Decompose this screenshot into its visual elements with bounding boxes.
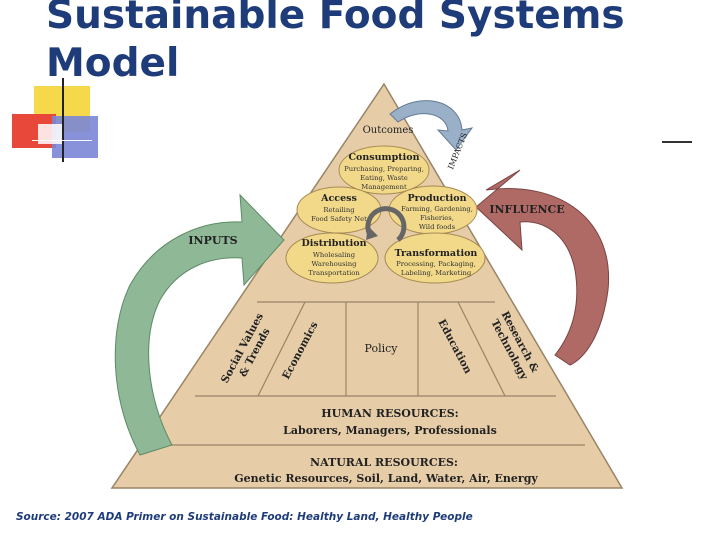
svg-text:Distribution: Distribution [302, 238, 367, 249]
svg-text:Wild foods: Wild foods [419, 223, 456, 231]
svg-text:Labeling, Marketing: Labeling, Marketing [401, 269, 472, 277]
human-resources-detail: Laborers, Managers, Professionals [283, 424, 497, 437]
inputs-arrow [114, 193, 285, 456]
svg-text:Production: Production [407, 193, 466, 204]
human-resources-title: HUMAN RESOURCES: [321, 407, 459, 420]
svg-text:Food Safety Net: Food Safety Net [311, 215, 367, 223]
consumption-circle: Consumption Purchasing, Preparing, Eatin… [338, 145, 430, 195]
natural-resources-detail: Genetic Resources, Soil, Land, Water, Ai… [234, 472, 538, 485]
svg-text:Retailing: Retailing [323, 206, 355, 214]
svg-text:Management: Management [361, 183, 407, 191]
distribution-circle: Distribution Wholesaling Warehousing Tra… [285, 232, 379, 284]
svg-text:Warehousing: Warehousing [312, 260, 358, 268]
svg-text:Access: Access [320, 193, 357, 204]
svg-text:Processing, Packaging,: Processing, Packaging, [396, 260, 476, 268]
pyramid-shape [110, 82, 624, 489]
title-line-2: Model [46, 41, 180, 86]
svg-text:Consumption: Consumption [349, 152, 420, 163]
transformation-circle: Transformation Processing, Packaging, La… [384, 232, 486, 284]
svg-text:Wholesaling: Wholesaling [313, 251, 356, 259]
center-swirl-icon [365, 206, 407, 242]
source-caption: Source: 2007 ADA Primer on Sustainable F… [16, 511, 473, 523]
svg-text:Purchasing, Preparing,: Purchasing, Preparing, [344, 165, 424, 173]
svg-text:Farming, Gardening,: Farming, Gardening, [401, 205, 473, 213]
outcomes-label: Outcomes [363, 125, 414, 136]
svg-text:Eating, Waste: Eating, Waste [360, 174, 408, 182]
title-line-1: Sustainable Food Systems [46, 0, 625, 38]
svg-text:Fisheries,: Fisheries, [420, 214, 454, 222]
natural-resources-title: NATURAL RESOURCES: [310, 456, 458, 469]
production-circle: Production Farming, Gardening, Fisheries… [388, 185, 478, 235]
svg-text:Transformation: Transformation [395, 248, 478, 259]
influence-label: INFLUENCE [489, 203, 564, 216]
factor-policy: Policy [365, 342, 399, 355]
cycle-arrow [389, 100, 474, 151]
svg-text:Transportation: Transportation [308, 269, 360, 277]
influence-arrow [475, 169, 610, 366]
slide-dash [662, 141, 692, 143]
slide-title: Sustainable Food Systems Model [46, 0, 625, 88]
inputs-label: INPUTS [188, 234, 237, 247]
